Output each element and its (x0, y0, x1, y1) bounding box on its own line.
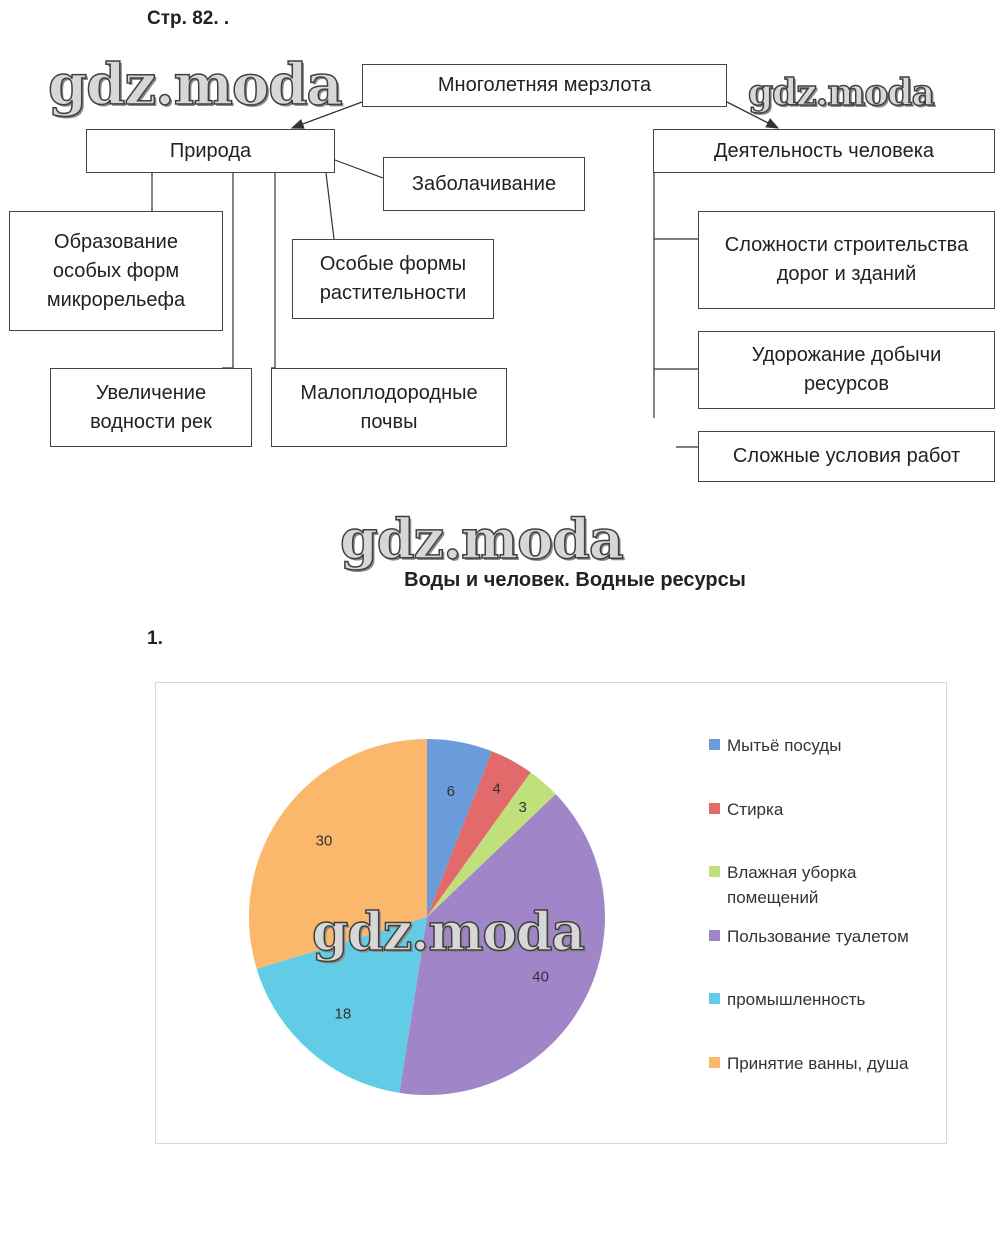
pie-slice-toilet (399, 794, 605, 1095)
legend-swatch-industry (709, 993, 720, 1004)
root-box-permafrost: Многолетняя мерзлота (362, 64, 727, 107)
watermark-middle: gdz.moda (339, 506, 624, 572)
pie-slice-industry (256, 917, 427, 1093)
pie-slice-laundry (427, 751, 531, 917)
chart-frame (155, 682, 947, 1144)
resource-cost-box: Удорожание добычи ресурсов (698, 331, 995, 409)
nature-box: Природа (86, 129, 335, 173)
legend-swatch-wet-cleaning (709, 866, 720, 877)
legend-swatch-dishwashing (709, 739, 720, 750)
river-water-box: Увеличение водности рек (50, 368, 252, 447)
legend-label-wet-cleaning: Влажная уборка помещений (727, 863, 857, 907)
connector-soils (271, 173, 276, 369)
legend-label-industry: промышленность (727, 990, 866, 1009)
task-number: 1. (147, 628, 163, 649)
construction-difficulty-box: Сложности строительства дорог и зданий (698, 211, 995, 309)
arrow-to-nature (290, 101, 363, 129)
microrelief-box: Образование особых форм микрорельефа (9, 211, 223, 331)
pie-label-industry: 18 (335, 1006, 352, 1023)
section-title: Воды и человек. Водные ресурсы (404, 569, 746, 591)
pie-chart: 6 4 3 40 18 30 (248, 738, 605, 1095)
connector-rivers (222, 173, 234, 369)
watermark-top-right: gdz.moda (747, 71, 935, 115)
watermark-top-left: gdz.moda (47, 51, 343, 119)
legend-label-toilet: Пользование туалетом (727, 927, 909, 946)
legend-label-bath-shower: Принятие ванны, душа (727, 1054, 909, 1073)
pie-label-dishwashing: 6 (447, 783, 455, 800)
legend-label-dishwashing: Мытьё посуды (727, 736, 842, 755)
swamping-box: Заболачивание (383, 157, 585, 211)
pie-label-laundry: 4 (493, 781, 501, 798)
arrow-to-human (726, 101, 780, 129)
pie-slice-bath-shower (248, 738, 427, 969)
pie-label-wet-cleaning: 3 (519, 799, 527, 816)
pie-slice-wet-cleaning (427, 772, 556, 917)
legend-swatch-toilet (709, 930, 720, 941)
legend-swatch-laundry (709, 803, 720, 814)
connector-swamping (334, 159, 384, 179)
pie-label-toilet: 40 (532, 968, 549, 985)
legend-swatch-bath-shower (709, 1057, 720, 1068)
watermark-chart: gdz.moda (311, 901, 586, 964)
connector-vegetation (325, 172, 335, 240)
vegetation-box: Особые формы растительности (292, 239, 494, 319)
page-header: Стр. 82. . (147, 8, 230, 29)
poor-soils-box: Малоплодородные почвы (271, 368, 507, 447)
legend-label-laundry: Стирка (727, 800, 784, 819)
pie-slice-dishwashing (427, 739, 492, 917)
human-activity-box: Деятельность человека (653, 129, 995, 173)
work-conditions-box: Сложные условия работ (698, 431, 995, 482)
pie-label-bath-shower: 30 (316, 833, 333, 850)
